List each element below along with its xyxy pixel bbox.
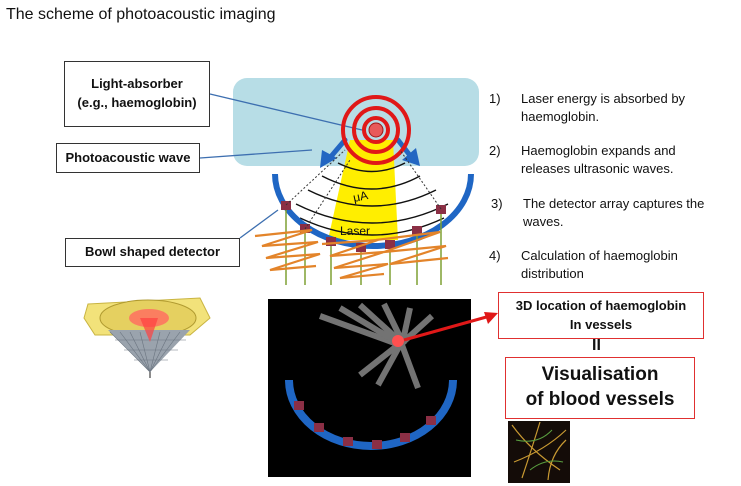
vessel-image	[508, 421, 570, 483]
light-absorber-line2: (e.g., haemoglobin)	[77, 95, 197, 110]
mu-a-label: μA	[352, 188, 370, 205]
step-3-text: The detector array captures the waves.	[523, 196, 705, 229]
bowl-detector-label: Bowl shaped detector	[65, 238, 240, 267]
location-line2: In vessels	[569, 316, 633, 332]
leader-line-absorber	[209, 93, 363, 131]
equals-sign: II	[592, 337, 601, 354]
laser-beam	[328, 140, 398, 240]
step-1-text: Laser energy is absorbed by haemoglobin.	[521, 91, 686, 124]
step-4-number: 4)	[489, 248, 501, 263]
reconstructed-haemoglobin	[392, 335, 404, 347]
page-title: The scheme of photoacoustic imaging	[6, 6, 276, 23]
leader-line-wave	[199, 149, 313, 159]
location-arrow-head	[484, 312, 498, 324]
photoacoustic-wave-label: Photoacoustic wave	[56, 143, 200, 173]
step-3-number: 3)	[491, 196, 503, 211]
light-absorber-label: Light-absorber (e.g., haemoglobin)	[64, 61, 210, 127]
element-dotted-lines	[285, 149, 442, 230]
red-wave-circles	[341, 95, 411, 165]
step-2-text: Haemoglobin expands and releases ultraso…	[521, 143, 676, 176]
visualisation-line2: of blood vessels	[525, 389, 675, 410]
wave-arrow-head-right	[402, 148, 420, 166]
ultrasonic-wave-arcs	[295, 162, 449, 236]
light-absorber-line1: Light-absorber	[91, 76, 183, 92]
wave-arrow-head-left	[320, 150, 337, 168]
photoacoustic-wave-text: Photoacoustic wave	[65, 149, 191, 165]
orange-signals	[254, 228, 449, 280]
step-2-number: 2)	[489, 143, 501, 158]
bowl-3d-illustration	[83, 297, 211, 378]
location-box: 3D location of haemoglobin In vessels	[498, 292, 704, 339]
laser-label: Laser	[340, 224, 370, 238]
step-1-number: 1)	[489, 91, 501, 106]
haemoglobin-cell	[368, 122, 384, 138]
bowl-detector-text: Bowl shaped detector	[84, 244, 221, 260]
location-arrow	[403, 314, 491, 342]
visualisation-box: Visualisation of blood vessels	[505, 357, 695, 419]
location-line1: 3D location of haemoglobin	[515, 298, 687, 314]
reconstruction-elements	[294, 401, 436, 449]
visualisation-line1: Visualisation	[541, 364, 659, 386]
step-4-text: Calculation of haemoglobin distribution	[521, 248, 678, 281]
leader-line-detector	[239, 209, 279, 239]
